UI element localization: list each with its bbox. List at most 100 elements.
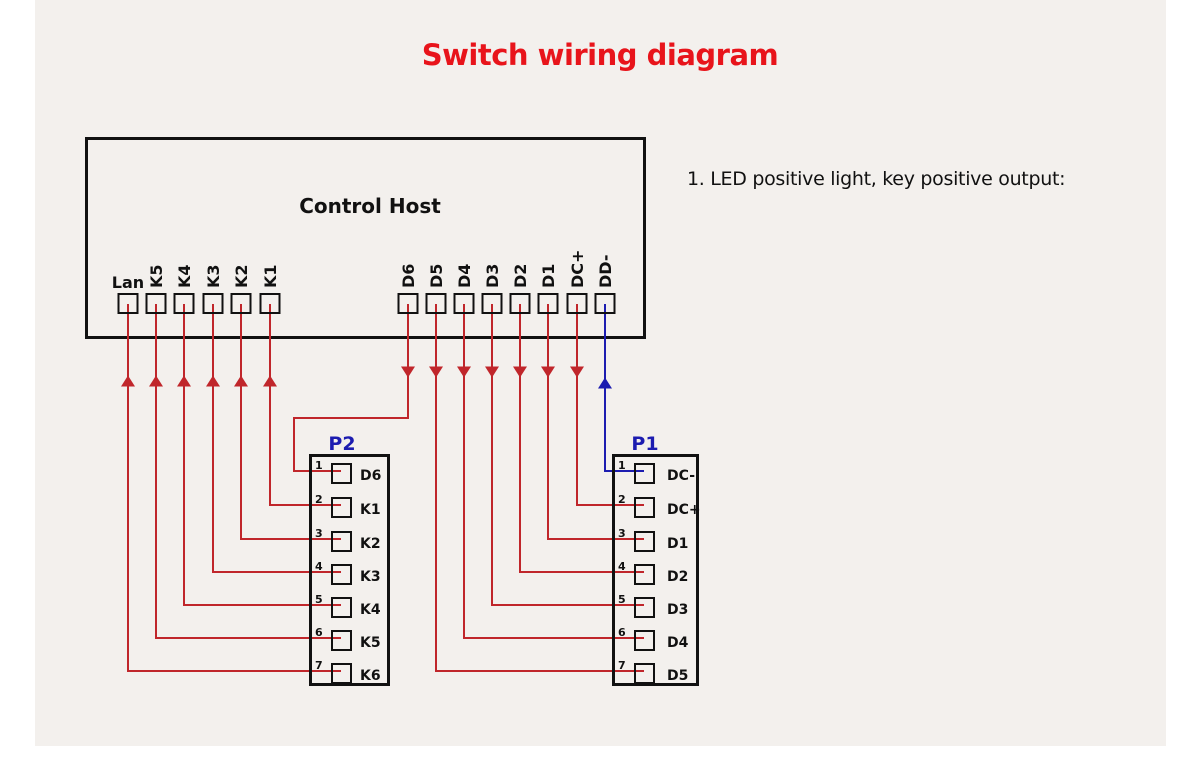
control-host-box xyxy=(85,137,646,339)
pin-number: 5 xyxy=(315,593,323,606)
terminal-lan: Lan xyxy=(112,273,144,314)
terminal-square xyxy=(509,293,531,314)
connectors: P21D62K13K24K35K46K57K6P11DC-2DC+3D14D25… xyxy=(309,433,701,686)
terminal-square xyxy=(537,293,559,314)
pin-p2-4: 4K3 xyxy=(315,560,381,585)
pin-square xyxy=(331,564,352,585)
terminal-label: DC+ xyxy=(568,250,587,288)
terminal-k3: K3 xyxy=(202,264,224,314)
wire-lan-to-p2-7 xyxy=(121,304,341,672)
pin-square xyxy=(634,463,655,484)
wire-k5-to-p2-6 xyxy=(149,304,341,639)
terminal-label: D1 xyxy=(539,264,558,288)
pin-label: D2 xyxy=(667,569,688,585)
pin-label: K4 xyxy=(360,602,381,618)
pin-label: K5 xyxy=(360,635,381,651)
pin-label: K1 xyxy=(360,502,381,518)
pin-label: DC+ xyxy=(667,502,701,518)
terminal-label: K4 xyxy=(175,264,194,288)
pin-square xyxy=(331,630,352,651)
arrow-down-icon xyxy=(485,366,499,378)
pin-number: 7 xyxy=(618,659,626,672)
terminal-label: Lan xyxy=(112,273,144,292)
pin-number: 2 xyxy=(315,493,323,506)
connector-box xyxy=(612,454,699,686)
terminal-square xyxy=(202,293,224,314)
pin-p1-2: 2DC+ xyxy=(618,493,701,518)
terminal-d4: D4 xyxy=(453,264,475,314)
pin-number: 1 xyxy=(315,459,323,472)
pin-label: DC- xyxy=(667,468,695,484)
wire-path xyxy=(547,304,644,540)
control-host: Control Host xyxy=(85,137,646,339)
pin-label: K3 xyxy=(360,569,381,585)
terminal-square xyxy=(259,293,281,314)
pin-number: 4 xyxy=(618,560,626,573)
pin-square xyxy=(634,531,655,552)
arrow-down-icon xyxy=(429,366,443,378)
wire-k1-to-p2-2 xyxy=(263,304,341,506)
terminal-square xyxy=(425,293,447,314)
pin-number: 3 xyxy=(618,527,626,540)
terminal-k4: K4 xyxy=(173,264,195,314)
pin-square xyxy=(634,597,655,618)
wire-path xyxy=(269,304,341,506)
pin-number: 3 xyxy=(315,527,323,540)
wire-path xyxy=(212,304,341,573)
terminal-square xyxy=(566,293,588,314)
arrow-down-icon xyxy=(513,366,527,378)
pin-label: D5 xyxy=(667,668,688,684)
pin-square xyxy=(331,497,352,518)
wire-path xyxy=(183,304,341,606)
wire-dcplus-to-p1-2 xyxy=(570,304,644,506)
terminal-square xyxy=(594,293,616,314)
wire-d5-to-p1-7 xyxy=(429,304,644,672)
terminal-d6: D6 xyxy=(397,264,419,314)
pin-p1-3: 3D1 xyxy=(618,527,688,552)
pin-p2-6: 6K5 xyxy=(315,626,381,651)
wire-d2-to-p1-4 xyxy=(513,304,644,573)
arrow-up-icon xyxy=(598,377,612,389)
pin-number: 4 xyxy=(315,560,323,573)
arrow-up-icon xyxy=(234,375,248,387)
connector-label: P1 xyxy=(631,433,658,455)
terminal-ddminus: DD- xyxy=(594,255,616,314)
terminal-label: D4 xyxy=(455,264,474,288)
terminal-label: D6 xyxy=(399,264,418,288)
wire-d1-to-p1-3 xyxy=(541,304,644,540)
pin-p2-5: 5K4 xyxy=(315,593,381,618)
wire-d3-to-p1-5 xyxy=(485,304,644,606)
arrow-down-icon xyxy=(401,366,415,378)
pin-label: K2 xyxy=(360,536,381,552)
pin-p1-5: 5D3 xyxy=(618,593,688,618)
pin-p2-1: 1D6 xyxy=(315,459,381,484)
terminal-label: K3 xyxy=(204,264,223,288)
wire-d4-to-p1-6 xyxy=(457,304,644,639)
terminal-square xyxy=(397,293,419,314)
terminal-label: D2 xyxy=(511,264,530,288)
terminal-label: D5 xyxy=(427,264,446,288)
diagram-title: Switch wiring diagram xyxy=(421,38,779,72)
pin-square xyxy=(331,463,352,484)
wiring-note: 1. LED positive light, key positive outp… xyxy=(687,168,1066,190)
pin-number: 2 xyxy=(618,493,626,506)
wire-k2-to-p2-3 xyxy=(234,304,341,540)
pin-square xyxy=(634,630,655,651)
pin-number: 5 xyxy=(618,593,626,606)
terminal-square xyxy=(230,293,252,314)
wire-path xyxy=(155,304,341,639)
pin-square xyxy=(634,663,655,684)
pin-p2-7: 7K6 xyxy=(315,659,381,684)
pin-square xyxy=(634,564,655,585)
wire-path xyxy=(435,304,644,672)
wire-path xyxy=(240,304,341,540)
terminal-k5: K5 xyxy=(145,264,167,314)
wire-path xyxy=(604,304,644,472)
pin-p1-6: 6D4 xyxy=(618,626,689,651)
control-host-label: Control Host xyxy=(299,194,441,218)
connector-box xyxy=(309,454,390,686)
arrow-up-icon xyxy=(263,375,277,387)
terminal-label: K5 xyxy=(147,264,166,288)
